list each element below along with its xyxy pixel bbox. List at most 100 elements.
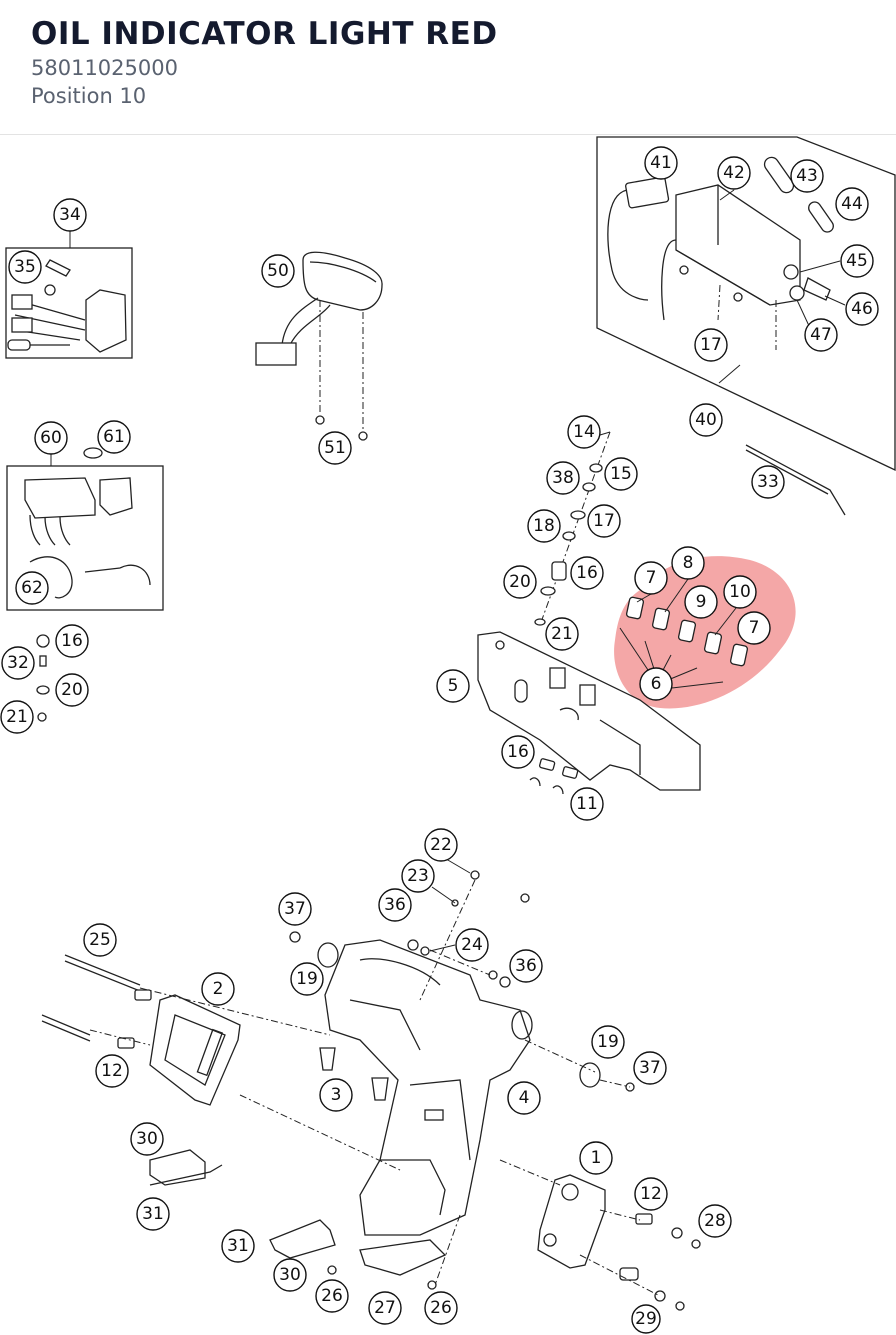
callout-30-b[interactable]: 30 — [273, 1258, 307, 1292]
callout-43[interactable]: 43 — [790, 159, 824, 193]
callout-37[interactable]: 37 — [278, 892, 312, 926]
callout-36-b[interactable]: 36 — [509, 949, 543, 983]
callout-32[interactable]: 32 — [1, 646, 35, 680]
axis-line-11 — [434, 1214, 461, 1286]
axis-line-4 — [499, 1159, 561, 1186]
callout-26-b[interactable]: 26 — [424, 1291, 458, 1325]
callout-16-c[interactable]: 16 — [501, 735, 535, 769]
callout-44[interactable]: 44 — [835, 187, 869, 221]
callout-3[interactable]: 3 — [319, 1078, 353, 1112]
svg-text:11: 11 — [576, 794, 598, 814]
sleeve-29 — [619, 1267, 639, 1281]
callout-61[interactable]: 61 — [97, 420, 131, 454]
svg-text:47: 47 — [810, 325, 832, 345]
bolt-25-b — [64, 960, 141, 992]
callout-2[interactable]: 2 — [201, 972, 235, 1006]
callout-21[interactable]: 21 — [0, 700, 34, 734]
callout-7[interactable]: 7 — [634, 561, 668, 595]
svg-text:26: 26 — [321, 1286, 343, 1306]
callout-19-b[interactable]: 19 — [591, 1025, 625, 1059]
svg-text:24: 24 — [461, 935, 483, 955]
pad-30-left — [149, 1149, 206, 1186]
callout-17[interactable]: 17 — [694, 328, 728, 362]
callout-6[interactable]: 6 — [639, 667, 673, 701]
callout-18[interactable]: 18 — [527, 509, 561, 543]
callout-28[interactable]: 28 — [698, 1204, 732, 1238]
callout-30[interactable]: 30 — [130, 1122, 164, 1156]
callout-33[interactable]: 33 — [751, 465, 785, 499]
axis-line-9 — [599, 1209, 641, 1221]
callout-51[interactable]: 51 — [318, 431, 352, 465]
svg-text:38: 38 — [552, 468, 574, 488]
callout-10[interactable]: 10 — [723, 575, 757, 609]
callout-7-b[interactable]: 7 — [737, 611, 771, 645]
callout-14[interactable]: 14 — [567, 415, 601, 449]
callout-60[interactable]: 60 — [34, 421, 68, 455]
svg-text:16: 16 — [507, 742, 529, 762]
callout-16-b[interactable]: 16 — [570, 556, 604, 590]
axis-line-7 — [419, 879, 476, 1001]
callout-35[interactable]: 35 — [8, 250, 42, 284]
svg-text:31: 31 — [227, 1236, 249, 1256]
cable-33-b — [745, 449, 829, 495]
svg-text:25: 25 — [89, 930, 111, 950]
callout-40[interactable]: 40 — [689, 403, 723, 437]
bolt-25-d — [41, 1020, 91, 1042]
svg-text:10: 10 — [729, 582, 751, 602]
callout-8[interactable]: 8 — [671, 546, 705, 580]
callout-9[interactable]: 9 — [684, 585, 718, 619]
nut-26-left — [327, 1265, 337, 1275]
callout-50[interactable]: 50 — [261, 254, 295, 288]
callout-21-b[interactable]: 21 — [545, 617, 579, 651]
callout-47[interactable]: 47 — [804, 318, 838, 352]
bolt-25 — [64, 954, 141, 986]
axis-line-5 — [524, 1039, 596, 1073]
callout-31[interactable]: 31 — [136, 1197, 170, 1231]
svg-text:15: 15 — [610, 464, 632, 484]
callout-12-b[interactable]: 12 — [634, 1177, 668, 1211]
callout-15[interactable]: 15 — [604, 457, 638, 491]
frame-4 — [324, 939, 533, 1236]
callout-31-b[interactable]: 31 — [221, 1229, 255, 1263]
callout-42[interactable]: 42 — [717, 156, 751, 190]
callout-23[interactable]: 23 — [401, 859, 435, 893]
callout-46[interactable]: 46 — [845, 292, 879, 326]
svg-text:8: 8 — [683, 553, 694, 573]
callout-5[interactable]: 5 — [436, 669, 470, 703]
callout-26[interactable]: 26 — [315, 1279, 349, 1313]
callout-16[interactable]: 16 — [55, 624, 89, 658]
callout-12[interactable]: 12 — [95, 1054, 129, 1088]
callout-41[interactable]: 41 — [644, 146, 678, 180]
callout-38[interactable]: 38 — [546, 461, 580, 495]
damper-19-left — [317, 942, 339, 968]
callout-17-b[interactable]: 17 — [587, 504, 621, 538]
callout-36[interactable]: 36 — [378, 888, 412, 922]
callout-20-b[interactable]: 20 — [503, 565, 537, 599]
callout-25[interactable]: 25 — [83, 923, 117, 957]
nut-24-b — [488, 970, 498, 980]
bolt-22 — [470, 870, 480, 880]
callout-22[interactable]: 22 — [424, 828, 458, 862]
callout-45[interactable]: 45 — [840, 244, 874, 278]
callout-4[interactable]: 4 — [507, 1081, 541, 1115]
svg-text:51: 51 — [324, 438, 346, 458]
callout-19[interactable]: 19 — [290, 962, 324, 996]
callout-29[interactable]: 29 — [631, 1304, 661, 1334]
callout-37-b[interactable]: 37 — [633, 1051, 667, 1085]
part-32 — [39, 655, 47, 667]
callout-1[interactable]: 1 — [579, 1141, 613, 1175]
callout-20[interactable]: 20 — [55, 673, 89, 707]
callout-11[interactable]: 11 — [570, 787, 604, 821]
callout-34[interactable]: 34 — [53, 198, 87, 232]
plate-1 — [537, 1174, 606, 1269]
callout-27[interactable]: 27 — [368, 1291, 402, 1325]
svg-text:27: 27 — [374, 1298, 396, 1318]
svg-text:50: 50 — [267, 261, 289, 281]
callout-24[interactable]: 24 — [455, 928, 489, 962]
svg-text:20: 20 — [509, 572, 531, 592]
svg-text:36: 36 — [384, 895, 406, 915]
callout-62[interactable]: 62 — [15, 571, 49, 605]
svg-text:17: 17 — [700, 335, 722, 355]
svg-text:30: 30 — [279, 1265, 301, 1285]
